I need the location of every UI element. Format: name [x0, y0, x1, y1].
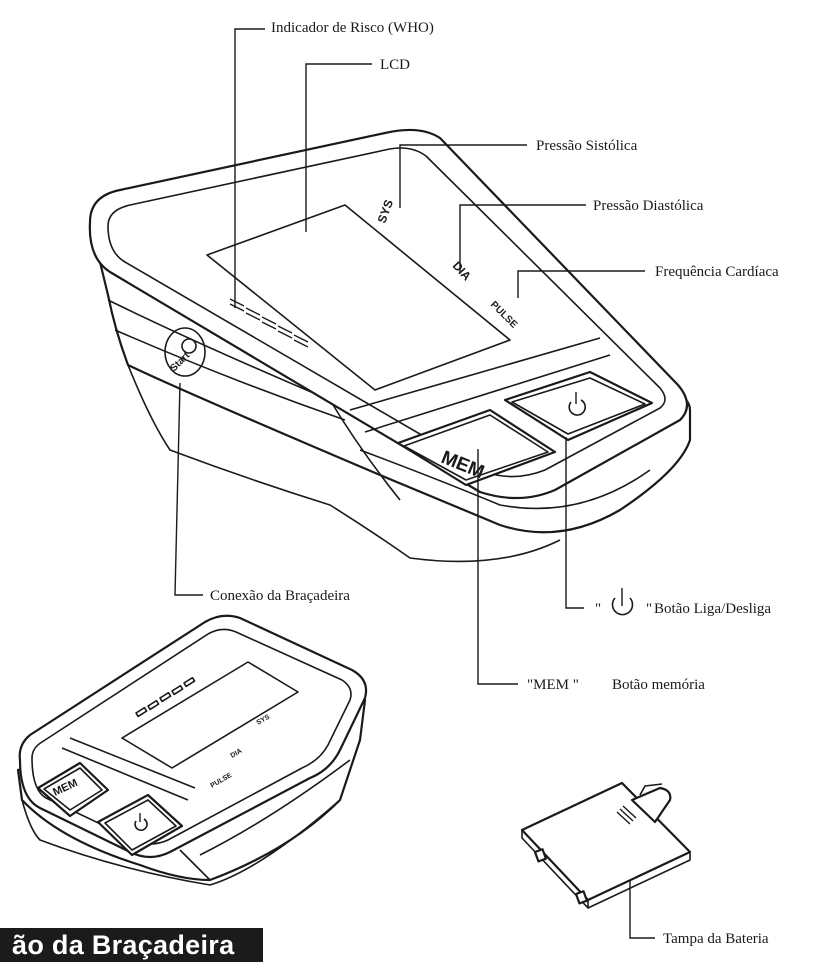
label-lcd: LCD [380, 57, 410, 73]
mem-button-graphic [396, 408, 557, 487]
power-button-graphic [503, 370, 654, 442]
power-icon [568, 392, 586, 416]
leader-lines [174, 28, 655, 939]
power-quote-close: " [646, 601, 652, 617]
label-mem-quoted: "MEM " [527, 677, 579, 693]
risk-indicator-bars [229, 298, 309, 348]
lcd-window [206, 204, 511, 391]
label-risk-indicator: Indicador de Risco (WHO) [271, 20, 434, 36]
section-banner: ão da Braçadeira [0, 928, 263, 962]
battery-cover [520, 781, 692, 909]
power-symbol-icon [611, 588, 634, 616]
main-device: SYS DIA PULSE Start MEM [88, 128, 692, 563]
label-battery-cover: Tampa da Bateria [663, 931, 769, 947]
label-heart-rate: Frequência Cardíaca [655, 264, 779, 280]
section-banner-text: ão da Braçadeira [12, 930, 235, 960]
label-cuff-connection: Conexão da Braçadeira [210, 588, 350, 604]
label-systolic: Pressão Sistólica [536, 138, 638, 154]
power-quote-open: " [595, 601, 601, 617]
second-device-view: SYS DIA PULSE MEM [16, 614, 368, 886]
label-diastolic: Pressão Diastólica [593, 198, 704, 214]
label-memory-button: Botão memória [612, 677, 705, 693]
label-power-button: Botão Liga/Desliga [654, 601, 771, 617]
cuff-socket [164, 327, 206, 377]
